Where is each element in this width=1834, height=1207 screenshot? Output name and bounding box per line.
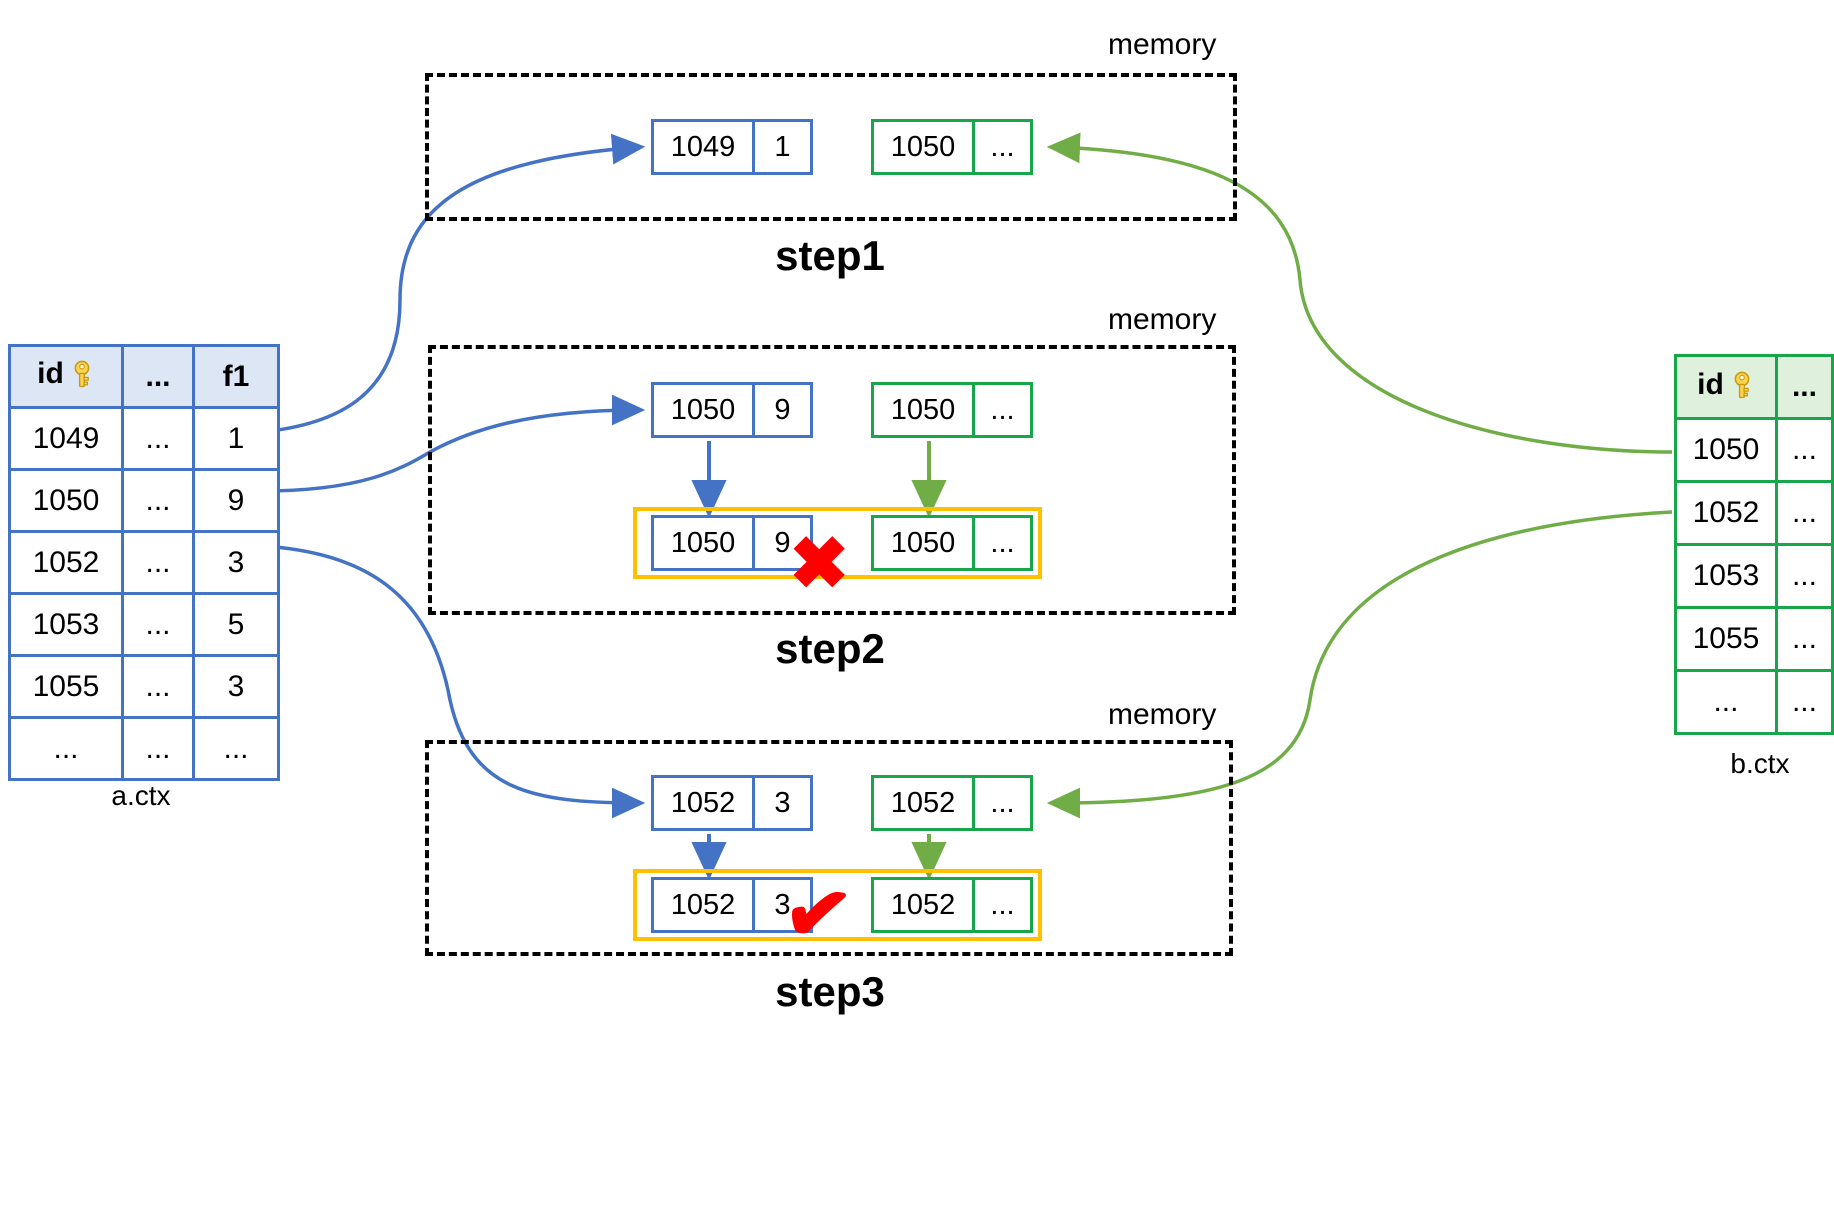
table-bctx-caption: b.ctx: [1730, 748, 1790, 779]
record-key: 1050: [890, 393, 956, 426]
table-row: 1052 ... 3: [8, 530, 280, 595]
record-value: ...: [972, 122, 1030, 172]
cell-f1: 1: [192, 406, 280, 471]
table-row: 1055 ... 3: [8, 654, 280, 719]
compare-highlight-step3: [633, 869, 1042, 941]
record-value: 3: [752, 778, 810, 828]
cell-f1: ...: [192, 716, 280, 781]
record-key: 1052: [890, 888, 956, 921]
cell-dots: ...: [1774, 669, 1834, 735]
cell-dots: ...: [121, 716, 195, 781]
record-value: 9: [752, 518, 810, 568]
table-actx: id ... f1 1049 ... 1 1050 ... 9 1052 ...…: [8, 344, 280, 781]
cell-f1: 5: [192, 592, 280, 657]
table-row: 1050 ...: [1674, 417, 1834, 483]
cell-id: 1055: [1674, 606, 1778, 672]
cell-dots: ...: [121, 654, 195, 719]
table-row: 1055 ...: [1674, 606, 1834, 672]
memory-label-step2: memory: [1108, 303, 1217, 336]
cell-dots: ...: [1774, 417, 1834, 483]
column-header-id-label: id: [37, 357, 64, 390]
cell-f1: 3: [192, 654, 280, 719]
cell-f1: 9: [192, 468, 280, 533]
record-key: 1049: [670, 130, 736, 163]
table-bctx-header-row: id ...: [1674, 354, 1834, 420]
key-icon: [69, 360, 95, 396]
table-bctx: id ... 1050 ... 1052 ... 1053 ... 1055 .…: [1674, 354, 1834, 735]
memory-box-step3: [425, 740, 1233, 956]
record-key: 1052: [890, 786, 956, 819]
record-value: ...: [972, 518, 1030, 568]
table-row: 1052 ...: [1674, 480, 1834, 546]
cell-dots: ...: [1774, 606, 1834, 672]
record-value: 1: [752, 122, 810, 172]
step-label-step3: step3: [775, 968, 885, 1015]
step-label-step1: step1: [775, 232, 885, 279]
record-step3-blue-top: 1052 3: [651, 775, 813, 831]
record-value: ...: [972, 778, 1030, 828]
cell-id: 1052: [1674, 480, 1778, 546]
record-step2-blue-compare: 1050 9: [651, 515, 813, 571]
check-mark-icon: ✔: [778, 864, 857, 963]
record-key: 1052: [670, 786, 736, 819]
record-key: 1050: [670, 393, 736, 426]
record-key: 1050: [890, 526, 956, 559]
column-header-dots: ...: [121, 344, 195, 409]
table-row: ... ... ...: [8, 716, 280, 781]
memory-label-step1: memory: [1108, 28, 1217, 61]
column-header-f1: f1: [192, 344, 280, 409]
cell-id: 1049: [8, 406, 124, 471]
memory-box-step2: [428, 345, 1236, 615]
cell-id: 1050: [1674, 417, 1778, 483]
cell-id: ...: [1674, 669, 1778, 735]
record-value: 3: [752, 880, 810, 930]
table-row: ... ...: [1674, 669, 1834, 735]
column-header-id: id: [8, 344, 124, 409]
cell-id: 1053: [8, 592, 124, 657]
table-row: 1053 ... 5: [8, 592, 280, 657]
cell-id: 1050: [8, 468, 124, 533]
record-step2-green-top: 1050 ...: [871, 382, 1033, 438]
table-actx-header-row: id ... f1: [8, 344, 280, 409]
cell-id: ...: [8, 716, 124, 781]
table-row: 1053 ...: [1674, 543, 1834, 609]
cell-dots: ...: [121, 468, 195, 533]
column-header-id: id: [1674, 354, 1778, 420]
column-header-id-label: id: [1697, 367, 1724, 401]
record-step3-green-top: 1052 ...: [871, 775, 1033, 831]
record-step2-blue-top: 1050 9: [651, 382, 813, 438]
cell-id: 1052: [8, 530, 124, 595]
record-step1-green: 1050 ...: [871, 119, 1033, 175]
column-header-dots: ...: [1774, 354, 1834, 420]
cross-mark-icon: ✖: [789, 524, 850, 604]
memory-label-step3: memory: [1108, 698, 1217, 731]
record-step3-green-compare: 1052 ...: [871, 877, 1033, 933]
cell-id: 1053: [1674, 543, 1778, 609]
table-row: 1049 ... 1: [8, 406, 280, 471]
record-value: ...: [972, 385, 1030, 435]
table-row: 1050 ... 9: [8, 468, 280, 533]
record-key: 1050: [890, 130, 956, 163]
cell-dots: ...: [121, 592, 195, 657]
cell-dots: ...: [1774, 543, 1834, 609]
cell-id: 1055: [8, 654, 124, 719]
cell-f1: 3: [192, 530, 280, 595]
record-step3-blue-compare: 1052 3: [651, 877, 813, 933]
record-value: ...: [972, 880, 1030, 930]
record-step2-green-compare: 1050 ...: [871, 515, 1033, 571]
table-actx-caption: a.ctx: [111, 780, 171, 811]
record-step1-blue: 1049 1: [651, 119, 813, 175]
step-label-step2: step2: [775, 625, 885, 672]
compare-highlight-step2: [633, 507, 1042, 579]
record-key: 1052: [670, 888, 736, 921]
record-value: 9: [752, 385, 810, 435]
cell-dots: ...: [1774, 480, 1834, 546]
cell-dots: ...: [121, 406, 195, 471]
key-icon: [1729, 371, 1755, 407]
record-key: 1050: [670, 526, 736, 559]
memory-box-step1: [425, 73, 1237, 221]
cell-dots: ...: [121, 530, 195, 595]
